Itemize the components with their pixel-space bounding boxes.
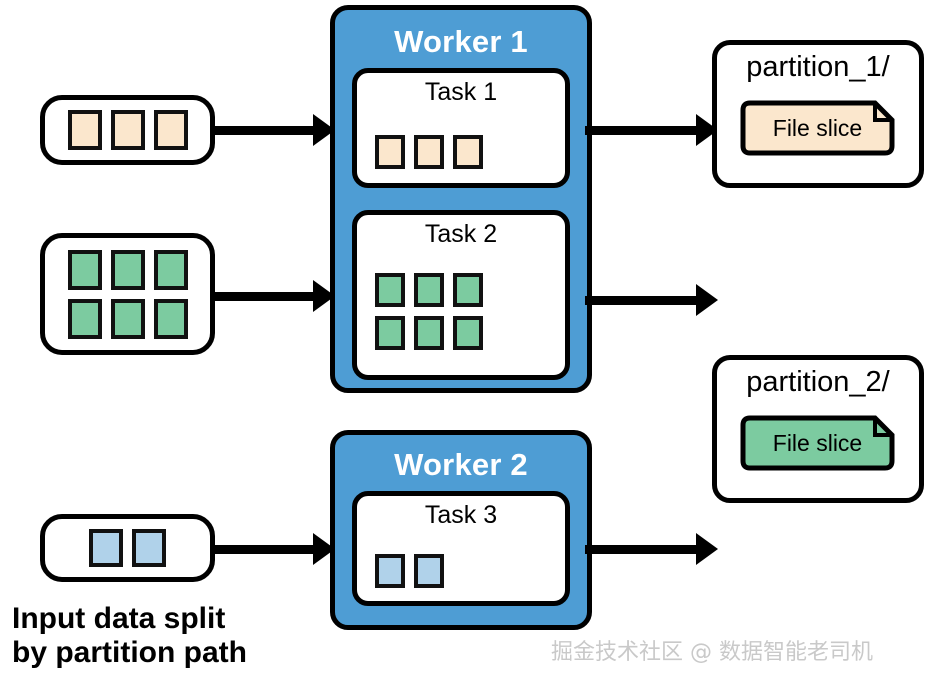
file-slice-1[interactable]: File slice — [739, 100, 896, 156]
data-cell — [414, 135, 444, 169]
input-group-3 — [40, 514, 215, 582]
file-slice-1-label: File slice — [772, 114, 863, 141]
diagram-caption: Input data split by partition path — [12, 602, 247, 669]
partition-1-card[interactable]: partition_1/ File slice — [712, 40, 924, 188]
data-cell — [375, 135, 405, 169]
partition-1-title: partition_1/ — [746, 51, 890, 83]
task-1-cells — [375, 135, 483, 169]
arrow-task1-to-partition1 — [585, 112, 720, 148]
input-group-1 — [40, 95, 215, 165]
file-slice-2-label: File slice — [772, 429, 863, 456]
arrow-task3-to-partition3 — [585, 531, 720, 567]
arrow-input1-to-task1 — [215, 112, 340, 148]
data-cell — [414, 273, 444, 307]
data-cell — [453, 273, 483, 307]
partition-1-slice-wrap: File slice — [739, 100, 896, 156]
worker-1-title: Worker 1 — [394, 24, 528, 59]
task-1-card[interactable]: Task 1 — [352, 68, 570, 188]
partition-2-slice-wrap: File slice — [739, 415, 896, 471]
worker-2-panel[interactable]: Worker 2 Task 3 — [330, 430, 592, 630]
data-cell — [375, 554, 405, 588]
worker-2-title: Worker 2 — [394, 447, 528, 482]
watermark: 掘金技术社区 @ 数据智能老司机 — [551, 640, 873, 665]
file-slice-shape-icon — [740, 100, 895, 156]
data-cell — [67, 249, 102, 290]
data-cell — [153, 298, 188, 339]
data-cell — [67, 110, 102, 150]
data-cell — [453, 316, 483, 350]
task-2-card[interactable]: Task 2 — [352, 210, 570, 380]
data-cell — [375, 316, 405, 350]
task-2-cells — [375, 273, 483, 350]
arrow-input3-to-task3 — [215, 531, 340, 567]
input-group-1-cells — [67, 110, 188, 150]
task-3-card[interactable]: Task 3 — [352, 491, 570, 606]
arrow-input2-to-task2 — [215, 278, 340, 314]
task-2-title: Task 2 — [424, 220, 498, 248]
input-group-2-cells — [67, 249, 188, 339]
arrow-task2-to-partition2 — [585, 282, 720, 318]
data-cell — [153, 249, 188, 290]
worker-1-panel[interactable]: Worker 1 Task 1 Task 2 — [330, 5, 592, 393]
data-cell — [153, 110, 188, 150]
partition-2-title: partition_2/ — [746, 366, 890, 398]
data-cell — [132, 529, 166, 567]
data-cell — [67, 298, 102, 339]
input-group-2 — [40, 233, 215, 355]
file-slice-shape-icon — [740, 415, 895, 471]
data-cell — [453, 135, 483, 169]
data-cell — [89, 529, 123, 567]
data-cell — [414, 554, 444, 588]
data-cell — [110, 249, 145, 290]
data-cell — [110, 298, 145, 339]
data-cell — [110, 110, 145, 150]
input-group-3-cells — [89, 529, 166, 567]
data-cell — [375, 273, 405, 307]
data-cell — [414, 316, 444, 350]
task-1-title: Task 1 — [424, 78, 498, 106]
task-3-title: Task 3 — [424, 501, 498, 529]
partition-2-card[interactable]: partition_2/ File slice — [712, 355, 924, 503]
file-slice-2[interactable]: File slice — [739, 415, 896, 471]
task-3-cells — [375, 554, 444, 588]
